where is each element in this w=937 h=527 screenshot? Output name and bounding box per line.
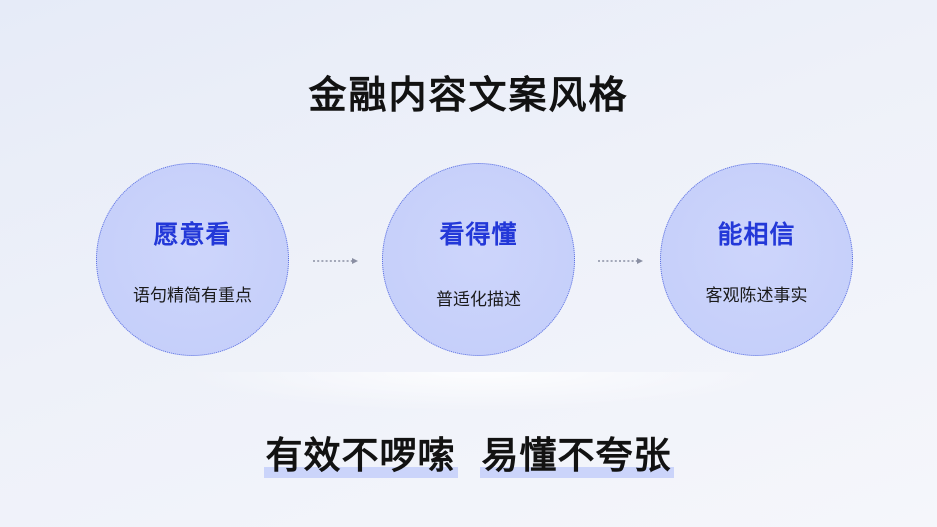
page-title: 金融内容文案风格 xyxy=(308,73,629,117)
step-description: 客观陈述事实 xyxy=(705,286,808,306)
step-description: 普适化描述 xyxy=(436,290,521,310)
step-heading: 愿意看 xyxy=(153,220,232,249)
step-circle-3: 能相信 客观陈述事实 xyxy=(660,163,853,356)
arrow-right-icon xyxy=(313,258,358,264)
arrow-right-icon xyxy=(598,258,643,264)
tagline-row: 有效不啰嗦易懂不夸张 xyxy=(0,432,937,480)
tagline-2: 易懂不夸张 xyxy=(479,432,674,480)
step-description: 语句精简有重点 xyxy=(133,286,252,306)
step-heading: 能相信 xyxy=(717,220,796,249)
step-circle-1: 愿意看 语句精简有重点 xyxy=(96,163,289,356)
floor-glow xyxy=(180,372,780,412)
step-heading: 看得懂 xyxy=(439,220,518,249)
step-circle-2: 看得懂 普适化描述 xyxy=(382,163,575,356)
tagline-1: 有效不啰嗦 xyxy=(263,432,458,480)
